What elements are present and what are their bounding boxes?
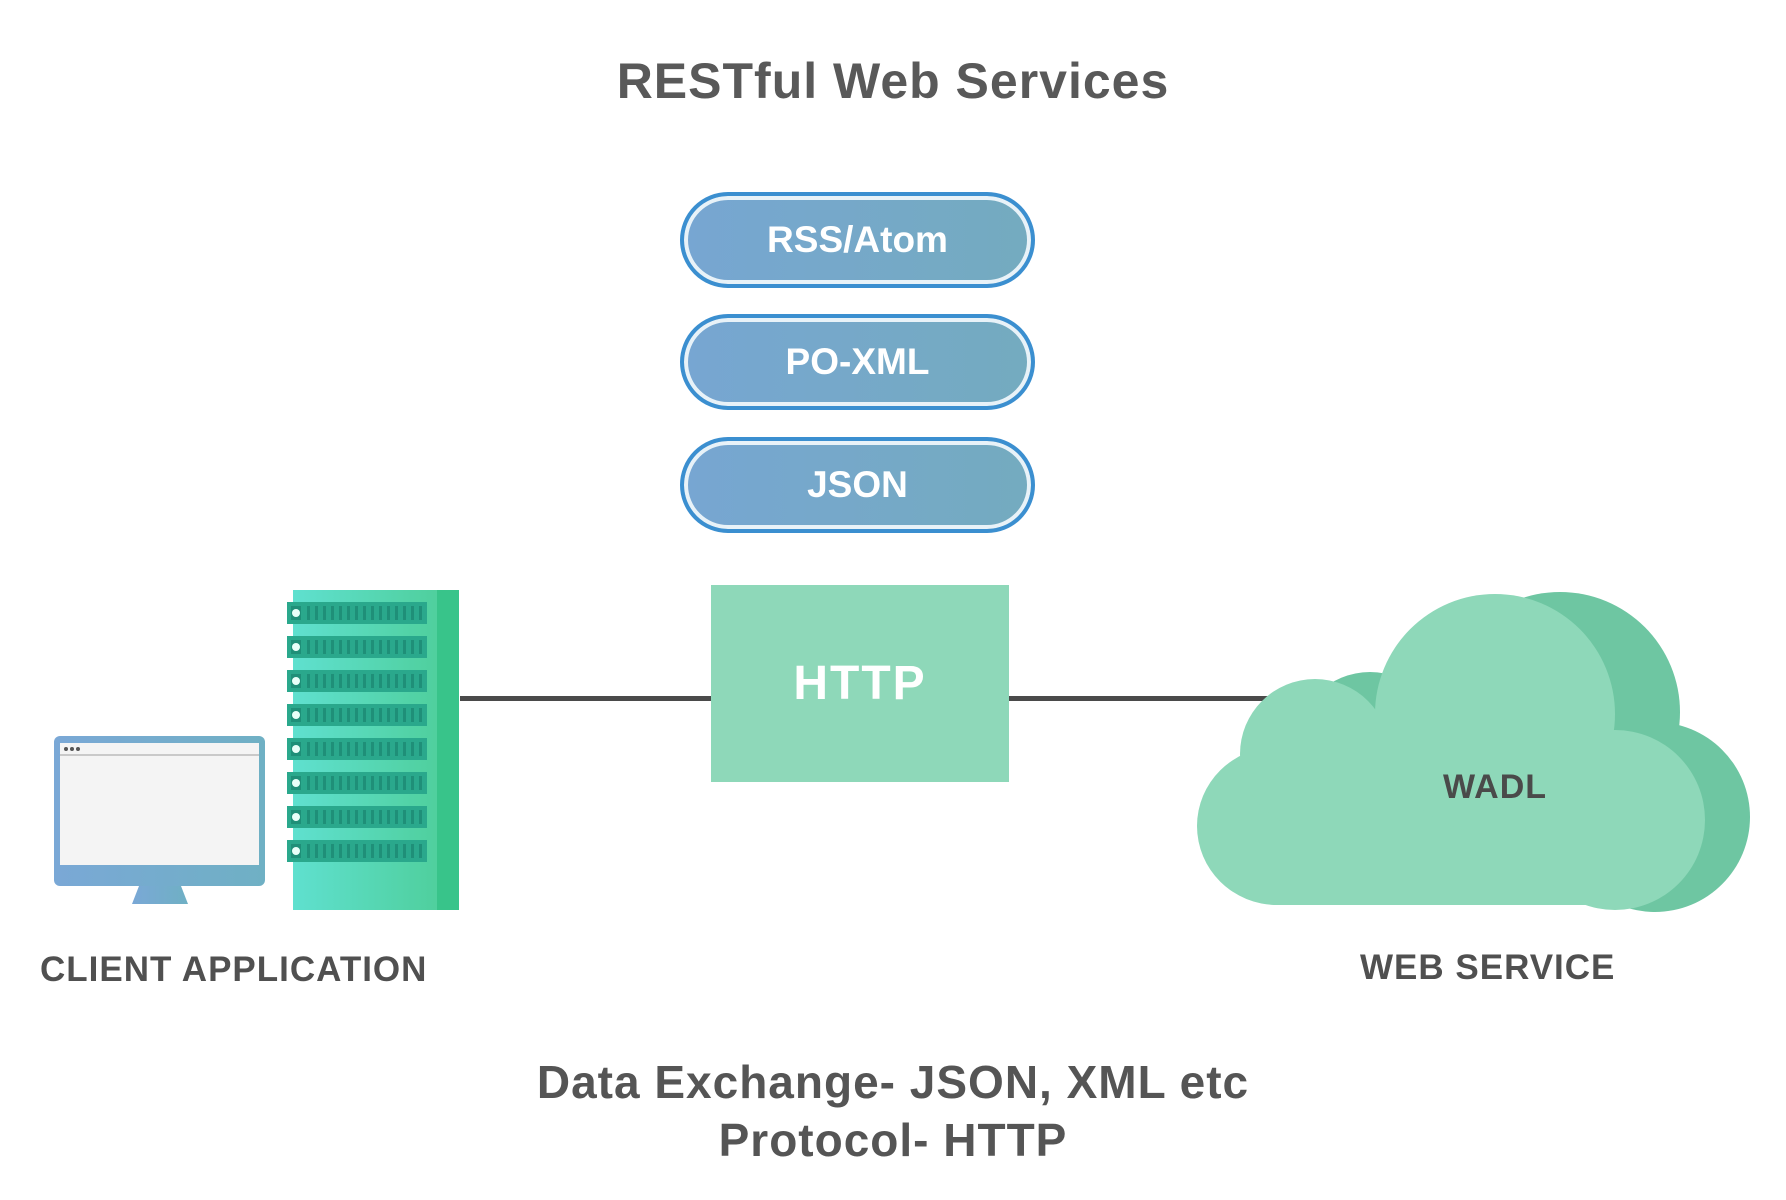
format-pill-json: JSON [680,437,1035,533]
diagram-title: RESTful Web Services [616,53,1170,109]
cloud-icon [1197,592,1750,912]
footer-line-protocol: Protocol- HTTP [718,1114,1068,1166]
connector-line-right [1008,696,1330,701]
monitor-icon [54,736,265,904]
web-service-label: WEB SERVICE [1360,948,1616,987]
footer-line-data-exchange: Data Exchange- JSON, XML etc [536,1056,1250,1108]
format-pill-rss-atom: RSS/Atom [680,192,1035,288]
http-box: HTTP [711,585,1009,782]
client-application-label: CLIENT APPLICATION [40,950,428,989]
cloud-label-wadl: WADL [1442,768,1548,806]
format-pill-po-xml: PO-XML [680,314,1035,410]
server-rack-icon [287,590,459,910]
connector-line-left [460,696,712,701]
